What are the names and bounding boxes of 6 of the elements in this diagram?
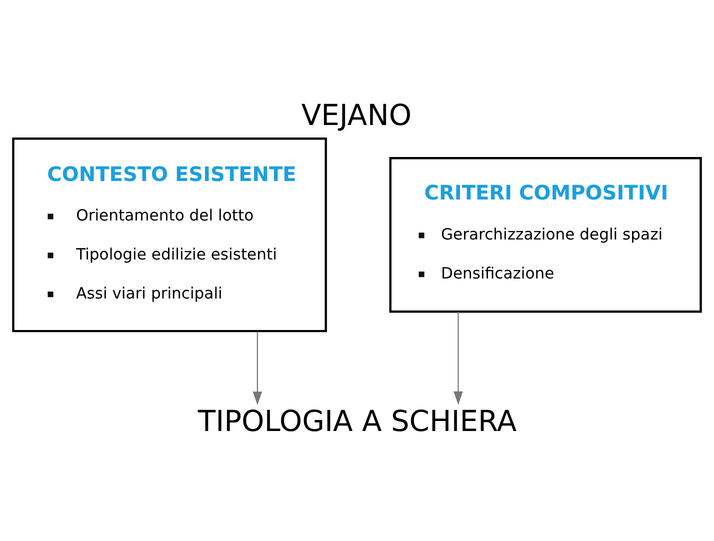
arrow — [454, 311, 463, 404]
diagram-title: VEJANO — [301, 98, 412, 132]
arrow — [252, 331, 262, 404]
node-box: CRITERI COMPOSITIVI Gerarchizzazione degli spazi Densificazione — [389, 156, 702, 312]
node-box: CONTESTO ESISTENTE Orientamento del lotto Tipologie edilizie esistenti Assi viari principali — [12, 137, 327, 332]
node-text: TIPOLOGIA A SCHIERA — [198, 403, 517, 438]
